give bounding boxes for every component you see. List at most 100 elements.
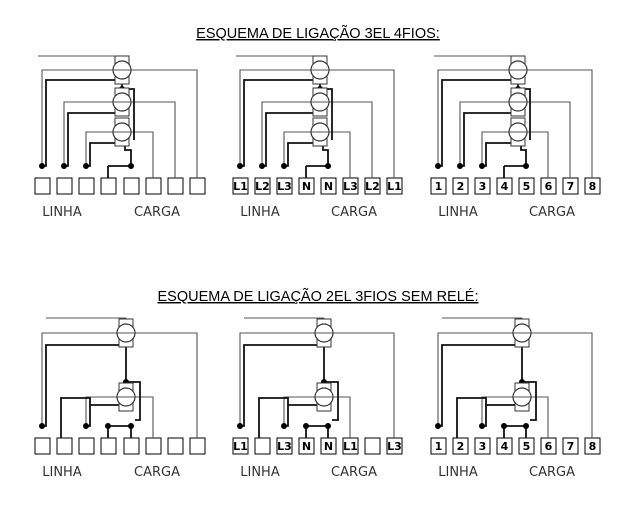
terminal-label: 8	[589, 440, 597, 453]
terminal-label: L3	[277, 440, 292, 453]
carga-label: CARGA	[331, 205, 377, 220]
wire	[329, 131, 351, 178]
terminal-label: L1	[343, 440, 358, 453]
wire	[329, 101, 373, 178]
junction-dot	[61, 163, 67, 169]
terminal-label: N	[302, 440, 311, 453]
terminal-label: 2	[457, 180, 465, 193]
carga-label: CARGA	[134, 465, 180, 480]
terminal-label: L2	[255, 180, 270, 193]
wire	[481, 131, 509, 166]
wire	[527, 131, 549, 178]
terminal-box	[56, 437, 73, 455]
terminal-box	[474, 437, 491, 455]
terminal-label: L3	[277, 180, 292, 193]
junction-dot	[237, 423, 243, 429]
terminal-box	[452, 437, 469, 455]
terminal-box	[474, 177, 491, 195]
carga-label: CARGA	[529, 205, 575, 220]
wire	[531, 332, 593, 438]
junction-dot	[39, 163, 45, 169]
wire	[437, 332, 513, 426]
wire	[531, 396, 549, 438]
wire	[437, 69, 509, 166]
wire	[131, 101, 176, 178]
terminal-label: 3	[479, 440, 487, 453]
terminal-box	[254, 437, 271, 455]
junction-dot	[259, 163, 265, 169]
linha-label: LINHA	[438, 205, 478, 220]
junction-dot	[83, 423, 89, 429]
terminal-label: 4	[501, 180, 509, 193]
wire	[239, 332, 315, 426]
terminal-label: 8	[589, 180, 597, 193]
terminal-label: N	[302, 180, 311, 193]
terminal-box	[100, 177, 117, 195]
terminal-box	[34, 177, 51, 195]
terminal-label: 1	[435, 440, 443, 453]
wire	[85, 131, 113, 166]
wire	[41, 69, 113, 166]
terminal-box	[78, 177, 95, 195]
junction-dot	[128, 423, 134, 429]
junction-dot	[501, 423, 507, 429]
carga-label: CARGA	[529, 465, 575, 480]
terminal-box	[34, 437, 51, 455]
terminal-box	[276, 177, 293, 195]
wire	[504, 425, 527, 438]
junction-dot	[479, 423, 485, 429]
terminal-box	[430, 437, 447, 455]
junction-dot	[83, 163, 89, 169]
junction-dot	[435, 163, 441, 169]
junction-dot	[281, 423, 287, 429]
wire	[261, 101, 311, 166]
terminal-box	[254, 177, 271, 195]
junction-dot	[479, 163, 485, 169]
wire	[527, 101, 571, 178]
wire	[333, 332, 395, 438]
wire	[240, 344, 325, 427]
junction-dot	[128, 163, 134, 169]
terminal-label: 1	[435, 180, 443, 193]
linha-label: LINHA	[240, 465, 280, 480]
wire	[135, 332, 198, 438]
terminal-box	[145, 177, 162, 195]
wire	[284, 142, 317, 167]
junction-dot	[523, 163, 529, 169]
terminal-label: 2	[457, 440, 465, 453]
terminal-label: 4	[501, 440, 509, 453]
terminal-label: N	[324, 440, 333, 453]
terminal-box	[452, 177, 469, 195]
wire	[131, 131, 154, 178]
wire	[333, 396, 351, 438]
terminal-label: 7	[567, 440, 575, 453]
wire	[481, 396, 513, 426]
wire	[459, 101, 509, 166]
terminal-label: 6	[545, 440, 553, 453]
wire	[482, 395, 519, 427]
terminal-box	[123, 177, 140, 195]
terminal-label: 3	[479, 180, 487, 193]
junction-dot	[435, 423, 441, 429]
linha-label: LINHA	[438, 465, 478, 480]
wire	[131, 69, 198, 178]
terminal-box	[167, 437, 184, 455]
wire	[262, 112, 317, 167]
wire	[64, 112, 119, 167]
terminal-box	[518, 177, 535, 195]
wire	[85, 396, 117, 426]
terminal-label: 7	[567, 180, 575, 193]
wire	[522, 381, 537, 421]
terminal-box	[562, 437, 579, 455]
terminal-box	[430, 177, 447, 195]
wire	[63, 101, 113, 166]
terminal-box	[189, 177, 206, 195]
wire	[306, 425, 329, 438]
terminal-label: L1	[387, 180, 402, 193]
wire	[126, 381, 141, 421]
